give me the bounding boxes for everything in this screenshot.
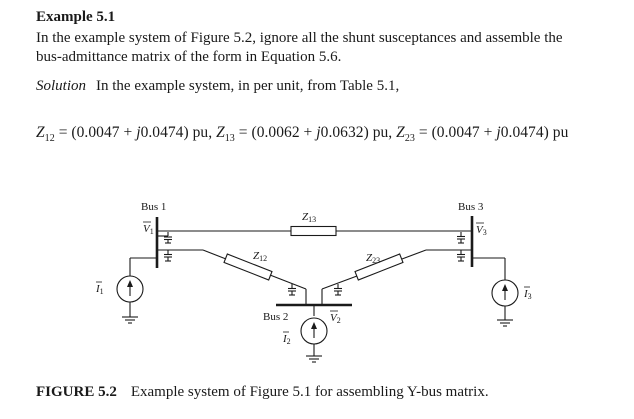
line-z23	[321, 249, 472, 305]
example-heading: Example 5.1	[36, 9, 116, 25]
line-z12	[157, 249, 307, 305]
shunt-capacitor-bus1-top	[157, 232, 172, 244]
z12-label: Z12	[253, 250, 267, 263]
i1-label: I1	[95, 283, 104, 296]
z12-equals: = (0.0047 +	[54, 124, 137, 141]
z13-value: 0.0632) pu,	[320, 124, 397, 141]
z13-symbol: Z	[216, 124, 225, 141]
z12-symbol: Z	[36, 124, 45, 141]
bus-3-label: Bus 3	[458, 201, 484, 213]
z23-equals: = (0.0047 +	[414, 124, 497, 141]
solution-label: Solution	[36, 78, 87, 94]
v2-label: V2	[330, 312, 341, 325]
z23-j: j	[496, 124, 501, 141]
v1-label: V1	[143, 223, 154, 236]
z13-subscript: 13	[224, 133, 235, 145]
problem-statement-line-1: In the example system of Figure 5.2, ign…	[36, 30, 563, 46]
line-z13	[157, 225, 472, 237]
solution-intro: Solution In the example system, in per un…	[36, 78, 399, 95]
z23-value: 0.0474) pu	[500, 124, 569, 141]
bus-2-label: Bus 2	[263, 311, 288, 323]
figure-caption-text: Example system of Figure 5.1 for assembl…	[130, 384, 489, 400]
z12-subscript: 12	[44, 133, 55, 145]
shunt-capacitor-bus2-right	[334, 284, 342, 296]
current-source-bus2	[300, 305, 328, 363]
impedance-equation: Z12 = (0.0047 + j0.0474) pu, Z13 = (0.00…	[36, 124, 568, 144]
shunt-capacitor-bus2-left	[288, 284, 296, 296]
i2-label: I2	[282, 333, 291, 346]
z12-value: 0.0474) pu,	[140, 124, 217, 141]
shunt-capacitor-bus3-bottom	[457, 250, 465, 262]
z13-j: j	[316, 124, 321, 141]
z13-equals: = (0.0062 +	[234, 124, 317, 141]
i3-label: I3	[523, 288, 532, 301]
figure-caption: FIGURE 5.2 Example system of Figure 5.1 f…	[36, 384, 489, 401]
figure-caption-label: FIGURE 5.2	[36, 384, 117, 400]
z23-symbol: Z	[396, 124, 405, 141]
current-source-bus1	[116, 257, 157, 324]
current-source-bus3	[472, 257, 519, 327]
solution-text: In the example system, in per unit, from…	[96, 78, 400, 94]
z23-label: Z23	[366, 252, 380, 265]
shunt-capacitor-bus1-bottom	[164, 250, 172, 262]
z23-subscript: 23	[404, 133, 415, 145]
v3-label: V3	[476, 224, 487, 237]
shunt-capacitor-bus3-top	[457, 232, 465, 244]
z13-label: Z13	[302, 211, 316, 224]
problem-statement-line-2: bus-admittance matrix of the form in Equ…	[36, 49, 342, 65]
bus-1-label: Bus 1	[141, 201, 166, 213]
z12-j: j	[136, 124, 141, 141]
